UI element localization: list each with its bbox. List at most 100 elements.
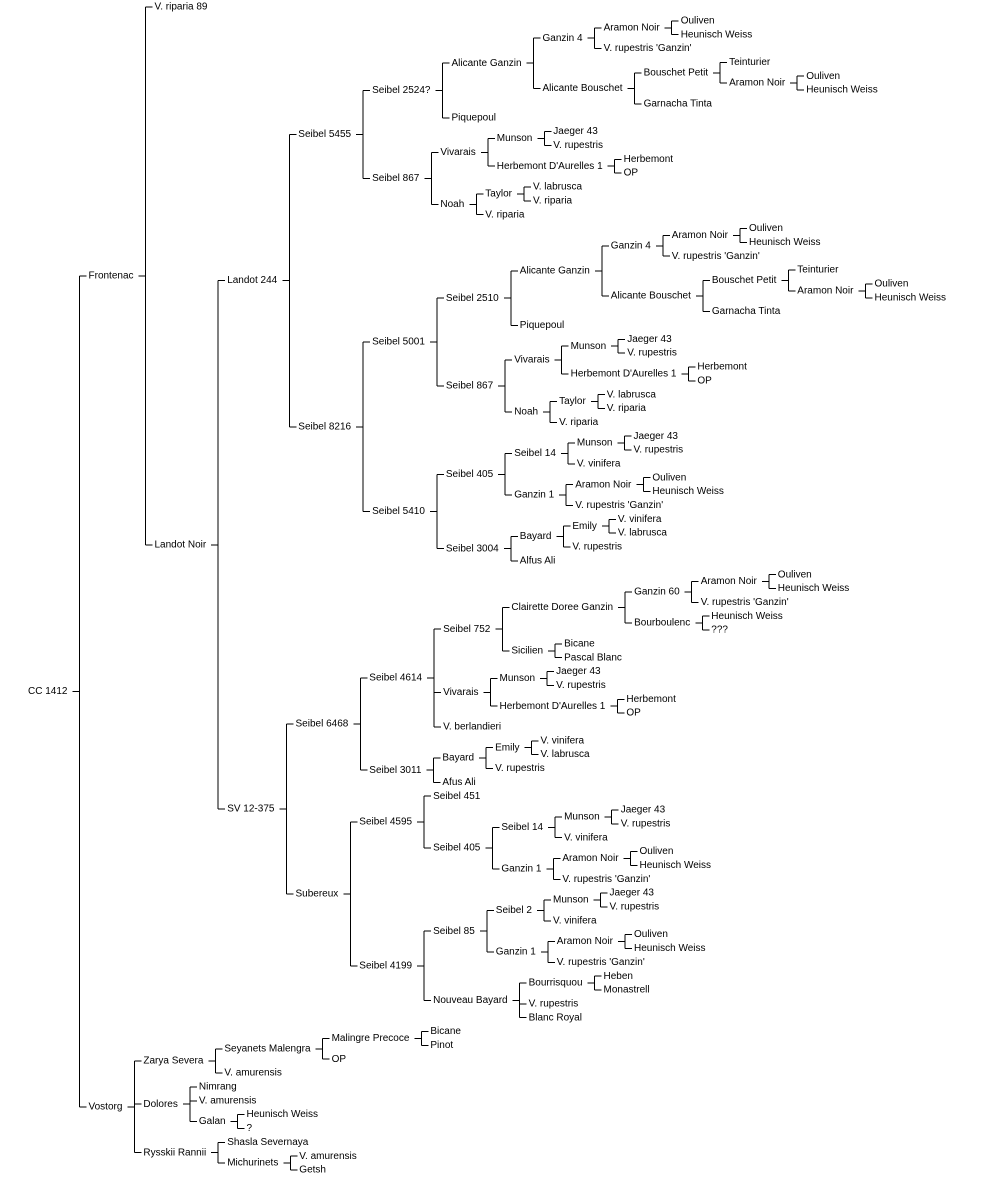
node-v-rupestris: V. rupestris (556, 680, 606, 691)
node-heunisch-weiss: Heunisch Weiss (652, 486, 724, 497)
node-seibel-2: Seibel 2 (496, 905, 533, 916)
node-blanc-royal: Blanc Royal (529, 1012, 582, 1023)
node-v-rupestris: V. rupestris (553, 140, 603, 151)
node-seibel-2510: Seibel 2510 (446, 293, 499, 304)
node-ganzin-4: Ganzin 4 (611, 240, 651, 251)
node-seibel-4199: Seibel 4199 (359, 960, 412, 971)
node-seibel-3011: Seibel 3011 (369, 765, 422, 776)
node-munson: Munson (500, 673, 536, 684)
node-nimrang: Nimrang (199, 1082, 237, 1093)
node-seibel-867: Seibel 867 (446, 381, 494, 392)
node-seibel-6468: Seibel 6468 (296, 719, 349, 730)
node-seibel-5455: Seibel 5455 (298, 129, 351, 140)
node-alfus-ali: Alfus Ali (520, 555, 556, 566)
node-bicane: Bicane (564, 639, 595, 650)
node-seibel-85: Seibel 85 (433, 926, 475, 937)
node-op: OP (624, 168, 639, 179)
node-v-vinifera: V. vinifera (553, 915, 597, 926)
node-heunisch-weiss: Heunisch Weiss (247, 1109, 319, 1120)
node-seibel-451: Seibel 451 (433, 791, 481, 802)
node-herbemont: Herbemont (697, 362, 747, 373)
node-seibel-5001: Seibel 5001 (372, 337, 425, 348)
node-aramon-noir: Aramon Noir (557, 936, 614, 947)
node-munson: Munson (497, 133, 533, 144)
node-munson: Munson (577, 438, 613, 449)
node-ouliven: Ouliven (749, 223, 783, 234)
node-munson: Munson (571, 341, 607, 352)
node-landot-noir: Landot Noir (155, 539, 207, 550)
node-unknown: ? (247, 1123, 253, 1134)
node-taylor: Taylor (559, 396, 586, 407)
node-herbemont: Herbemont (624, 154, 674, 165)
node-taylor: Taylor (485, 189, 512, 200)
connector-lines (72, 6, 873, 1171)
node-emily: Emily (495, 742, 519, 753)
node-v-vinifera: V. vinifera (564, 832, 608, 843)
node-v-riparia: V. riparia (559, 417, 599, 428)
node-aramon-noir: Aramon Noir (562, 853, 619, 864)
node-bouschet-petit: Bouschet Petit (644, 67, 709, 78)
node-v-rupestris: V. rupestris (529, 999, 579, 1010)
node-heunisch-weiss: Heunisch Weiss (711, 611, 783, 622)
node-piquepoul: Piquepoul (452, 112, 496, 123)
node-bouschet-petit: Bouschet Petit (712, 275, 777, 286)
node-seibel-867: Seibel 867 (372, 173, 420, 184)
node-v-riparia-89: V. riparia 89 (155, 2, 208, 13)
node-v-amurensis: V. amurensis (299, 1151, 356, 1162)
node-jaeger-43: Jaeger 43 (553, 126, 598, 137)
node-v-rupestris: V. rupestris (610, 902, 660, 913)
node-ganzin-1: Ganzin 1 (501, 864, 541, 875)
node-bayard: Bayard (520, 531, 552, 542)
node-bourboulenc: Bourboulenc (634, 618, 690, 629)
node-v-riparia: V. riparia (485, 209, 525, 220)
node-clairette-doree-ganzin: Clairette Doree Ganzin (511, 602, 613, 613)
node-v-vinifera: V. vinifera (618, 514, 662, 525)
node-herbemont: Herbemont (626, 694, 676, 705)
node-heunisch-weiss: Heunisch Weiss (806, 85, 878, 96)
node-v-labrusca: V. labrusca (541, 749, 591, 760)
node-zarya-severa: Zarya Severa (143, 1056, 203, 1067)
node-garnacha-tinta: Garnacha Tinta (644, 99, 713, 110)
node-jaeger-43: Jaeger 43 (556, 666, 601, 677)
node-ouliven: Ouliven (806, 71, 840, 82)
node-herbemont-d-aurelles-1: Herbemont D'Aurelles 1 (571, 369, 677, 380)
node-v-berlandieri: V. berlandieri (443, 722, 501, 733)
node-frontenac: Frontenac (89, 271, 134, 282)
node-v-rupestris: V. rupestris (621, 819, 671, 830)
node-v-rupestris: V. rupestris (572, 542, 622, 553)
node-seyanets-malengra: Seyanets Malengra (224, 1044, 311, 1055)
node-aramon-noir: Aramon Noir (701, 576, 758, 587)
node-alicante-bouschet: Alicante Bouschet (611, 291, 691, 302)
node-cc-1412: CC 1412 (28, 686, 68, 697)
node-piquepoul: Piquepoul (520, 320, 564, 331)
node-v-rupestris-ganzin: V. rupestris 'Ganzin' (557, 957, 645, 968)
node-noah: Noah (440, 199, 464, 210)
node-v-amurensis: V. amurensis (224, 1068, 281, 1079)
node-vivarais: Vivarais (514, 355, 549, 366)
node-v-labrusca: V. labrusca (607, 389, 657, 400)
node-heunisch-weiss: Heunisch Weiss (640, 860, 712, 871)
node-ouliven: Ouliven (778, 569, 812, 580)
node-ouliven: Ouliven (875, 279, 909, 290)
node-pinot: Pinot (430, 1040, 453, 1051)
node-emily: Emily (572, 521, 596, 532)
node-v-riparia: V. riparia (607, 403, 647, 414)
node-v-rupestris-ganzin: V. rupestris 'Ganzin' (575, 500, 663, 511)
node-alicante-ganzin: Alicante Ganzin (452, 58, 522, 69)
node-seibel-14: Seibel 14 (514, 448, 556, 459)
node-vivarais: Vivarais (440, 147, 475, 158)
node-jaeger-43: Jaeger 43 (610, 888, 655, 899)
node-v-rupestris-ganzin: V. rupestris 'Ganzin' (672, 251, 760, 262)
node-ganzin-1: Ganzin 1 (514, 490, 554, 501)
node-v-vinifera: V. vinifera (577, 459, 621, 470)
node-v-rupestris: V. rupestris (495, 763, 545, 774)
node-ganzin-60: Ganzin 60 (634, 587, 680, 598)
node-teinturier: Teinturier (729, 57, 771, 68)
node-bayard: Bayard (442, 753, 474, 764)
node-herbemont-d-aurelles-1: Herbemont D'Aurelles 1 (497, 161, 603, 172)
node-jaeger-43: Jaeger 43 (621, 805, 666, 816)
node-v-rupestris-ganzin: V. rupestris 'Ganzin' (562, 874, 650, 885)
node-galan: Galan (199, 1116, 226, 1127)
node-landot-244: Landot 244 (227, 275, 277, 286)
node-unknown: ??? (711, 625, 728, 636)
